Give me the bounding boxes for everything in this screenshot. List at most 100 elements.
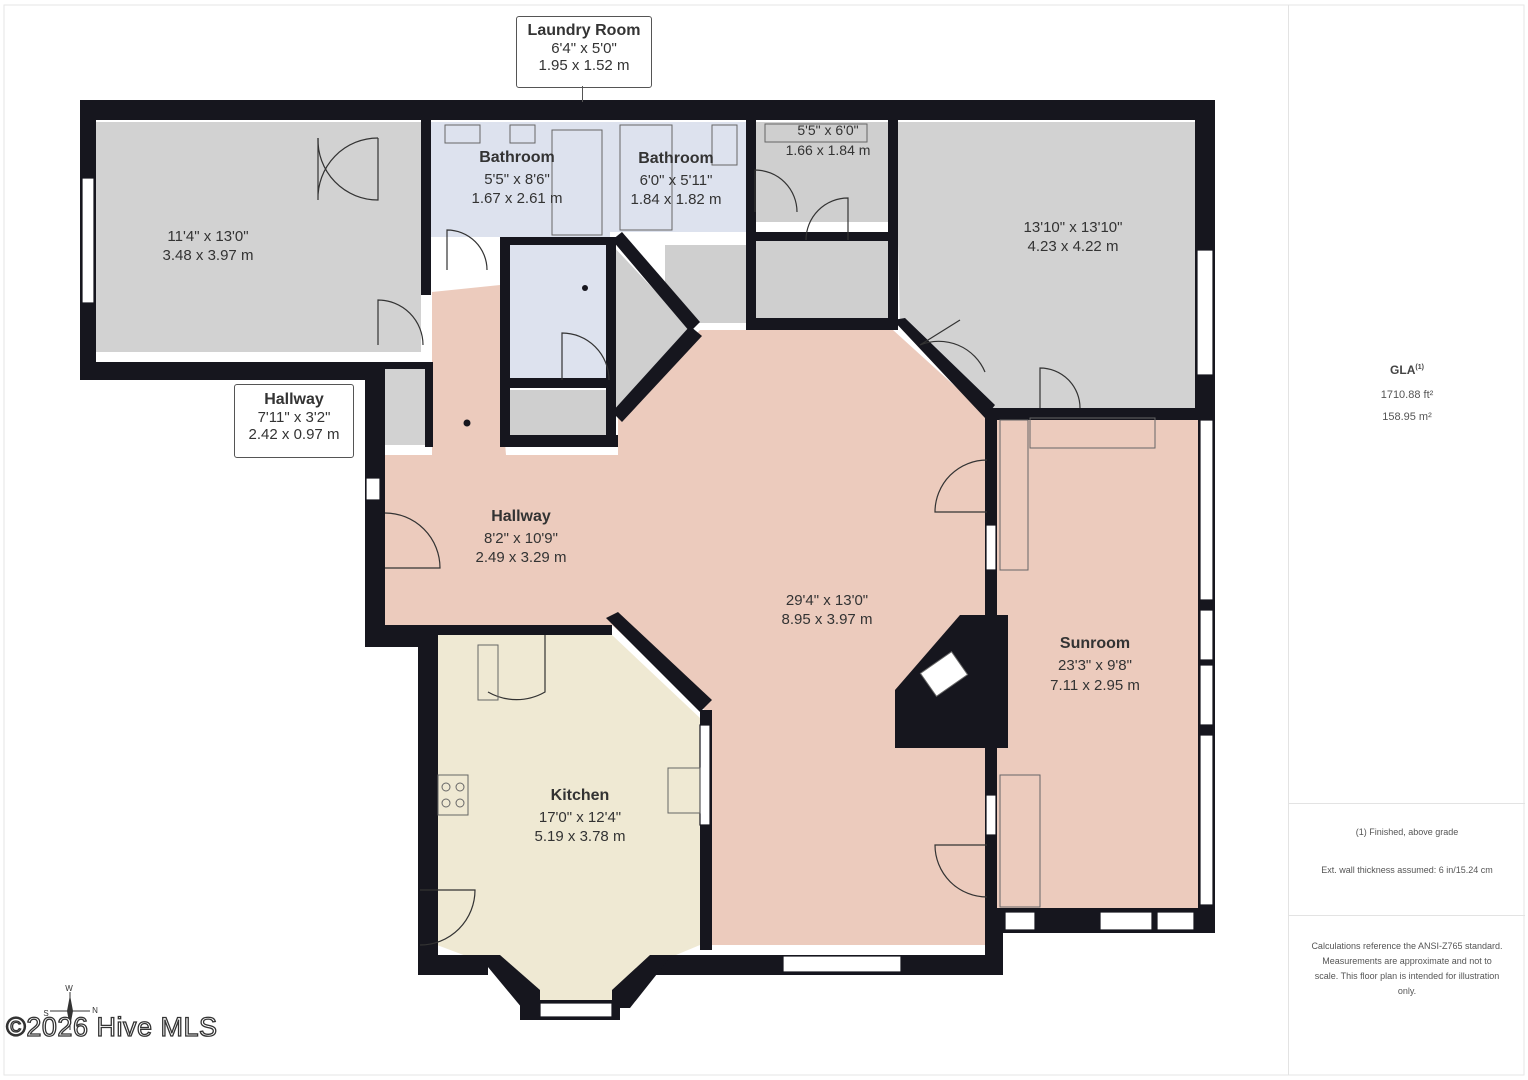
hall-fixture <box>463 419 471 427</box>
bathroom-2-imperial: 6'0" x 5'11" <box>640 172 713 189</box>
window-bedroom-right <box>1196 249 1214 376</box>
sunroom-metric: 7.11 x 2.95 m <box>1050 677 1140 694</box>
window-great-room <box>782 955 902 973</box>
sunroom-steps-bottom <box>999 774 1041 908</box>
door-sunroom-top <box>934 459 988 513</box>
compass-s: S <box>43 1009 48 1018</box>
door-closet-left <box>317 137 379 201</box>
door-entry <box>384 512 441 569</box>
kitchen-metric: 5.19 x 3.78 m <box>535 828 626 845</box>
wall-diagonal-hall <box>612 326 702 422</box>
burner-3 <box>441 798 451 808</box>
window-sunroom-1 <box>1199 419 1214 601</box>
wall-kitchen-top <box>437 625 612 635</box>
bathroom-1-fill <box>430 122 610 237</box>
laundry-fill <box>505 245 610 380</box>
gla-area-ft: 1710.88 ft² <box>1380 389 1434 401</box>
laundry-drain <box>582 285 588 291</box>
hallway-small-imperial: 7'11" x 3'2" <box>257 409 331 426</box>
hallway-small-callout: Hallway 7'11" x 3'2" 2.42 x 0.97 m <box>234 384 354 458</box>
kitchen-title: Kitchen <box>551 787 610 804</box>
laundry-callout: Laundry Room 6'4" x 5'0" 1.95 x 1.52 m <box>516 16 652 88</box>
laundry-closet-fill <box>508 390 608 442</box>
compass-needle <box>67 995 73 1027</box>
wall-kitchen-left <box>418 625 438 975</box>
closet-top-metric: 1.66 x 1.84 m <box>786 142 871 158</box>
door-laundry <box>561 332 610 381</box>
closet-top-imperial: 5'5" x 6'0" <box>797 122 858 138</box>
great-room-imperial: 29'4" x 13'0" <box>786 592 868 609</box>
door-pantry <box>487 635 546 701</box>
room-fills <box>96 122 1198 1000</box>
wall-sunroom-top <box>985 408 1213 420</box>
bedroom-left-fill <box>96 122 421 352</box>
gla-title-text: GLA <box>1390 363 1416 377</box>
hallway-small-title: Hallway <box>264 391 324 408</box>
wall-bedroom-right <box>421 120 431 295</box>
great-room-metric: 8.95 x 3.97 m <box>782 611 873 628</box>
wall-laundry-left <box>500 240 510 440</box>
note-wall-thickness: Ext. wall thickness assumed: 6 in/15.24 … <box>1321 865 1493 875</box>
window-sunroom-bottom-2 <box>1099 911 1153 931</box>
fireplace-hearth <box>919 650 969 698</box>
bedroom-right-fill <box>895 122 1195 408</box>
fixtures <box>437 123 1156 908</box>
wall-diagonal-linen <box>612 232 700 332</box>
watermark: ©2026 Hive MLS <box>5 1011 218 1042</box>
window-hall <box>365 477 381 501</box>
door-bedroom-right <box>919 319 986 373</box>
wall-closet-top <box>380 362 430 369</box>
wall-closet-bottom <box>746 318 898 330</box>
window-sunroom-3 <box>1199 664 1214 726</box>
hallway-small-metric: 2.42 x 0.97 m <box>248 426 340 443</box>
bath-2-tub <box>619 124 673 231</box>
bath-2-toilet <box>711 124 738 166</box>
door-kitchen <box>419 889 476 946</box>
bath-toilet <box>509 124 536 144</box>
divider-2 <box>1289 915 1525 916</box>
note-finished: (1) Finished, above grade <box>1355 827 1459 837</box>
door-bathroom <box>446 229 488 271</box>
window-left <box>81 177 95 304</box>
bathroom-2-fill <box>610 122 750 232</box>
bathroom-1-metric: 1.67 x 2.61 m <box>472 190 563 207</box>
bathroom-2-metric: 1.84 x 1.82 m <box>631 191 722 208</box>
wall-laundry-bottom <box>500 435 618 447</box>
bedroom-left-metric: 3.48 x 3.97 m <box>163 247 254 264</box>
window-kitchen <box>699 724 711 826</box>
door-closet-a <box>754 169 798 213</box>
window-sunroom-4 <box>1199 734 1214 906</box>
laundry-imperial: 6'4" x 5'0" <box>551 40 617 57</box>
window-sunroom-bottom-1 <box>1004 911 1036 931</box>
kitchen-imperial: 17'0" x 12'4" <box>539 809 621 826</box>
note-disclaimer: Calculations reference the ANSI-Z765 sta… <box>1311 941 1503 996</box>
doors <box>317 137 1081 946</box>
wall-closet-right <box>888 120 898 328</box>
wall-top <box>80 100 1215 120</box>
wall-closet-right <box>425 362 433 447</box>
living-area-fill <box>385 285 993 945</box>
bathroom-1-title: Bathroom <box>479 149 555 166</box>
wall-laundry-mid <box>500 378 616 388</box>
wall-bath-bottom <box>500 237 616 245</box>
room-labels: 11'4" x 13'0" 3.48 x 3.97 m Bathroom 5'5… <box>163 122 1140 845</box>
hall-closet-fill <box>385 368 430 445</box>
stove <box>437 774 469 816</box>
laundry-metric: 1.95 x 1.52 m <box>538 57 630 74</box>
windows <box>81 177 1214 1018</box>
hallway-title: Hallway <box>491 508 551 525</box>
laundry-leader <box>582 86 583 102</box>
page-border <box>3 4 1525 1076</box>
closet-mid-fill <box>755 240 890 322</box>
sunroom-stairs-top <box>1029 417 1156 449</box>
bedroom-left-imperial: 11'4" x 13'0" <box>167 228 248 245</box>
burner-4 <box>455 798 465 808</box>
hallway-imperial: 8'2" x 10'9" <box>484 530 558 547</box>
bedroom-right-imperial: 13'10" x 13'10" <box>1024 219 1123 236</box>
burner-1 <box>441 782 451 792</box>
door-bedroom-right-2 <box>1039 367 1081 409</box>
wall-hall-left <box>365 362 385 647</box>
bay-left <box>478 955 540 1008</box>
door-bedroom <box>377 299 424 346</box>
